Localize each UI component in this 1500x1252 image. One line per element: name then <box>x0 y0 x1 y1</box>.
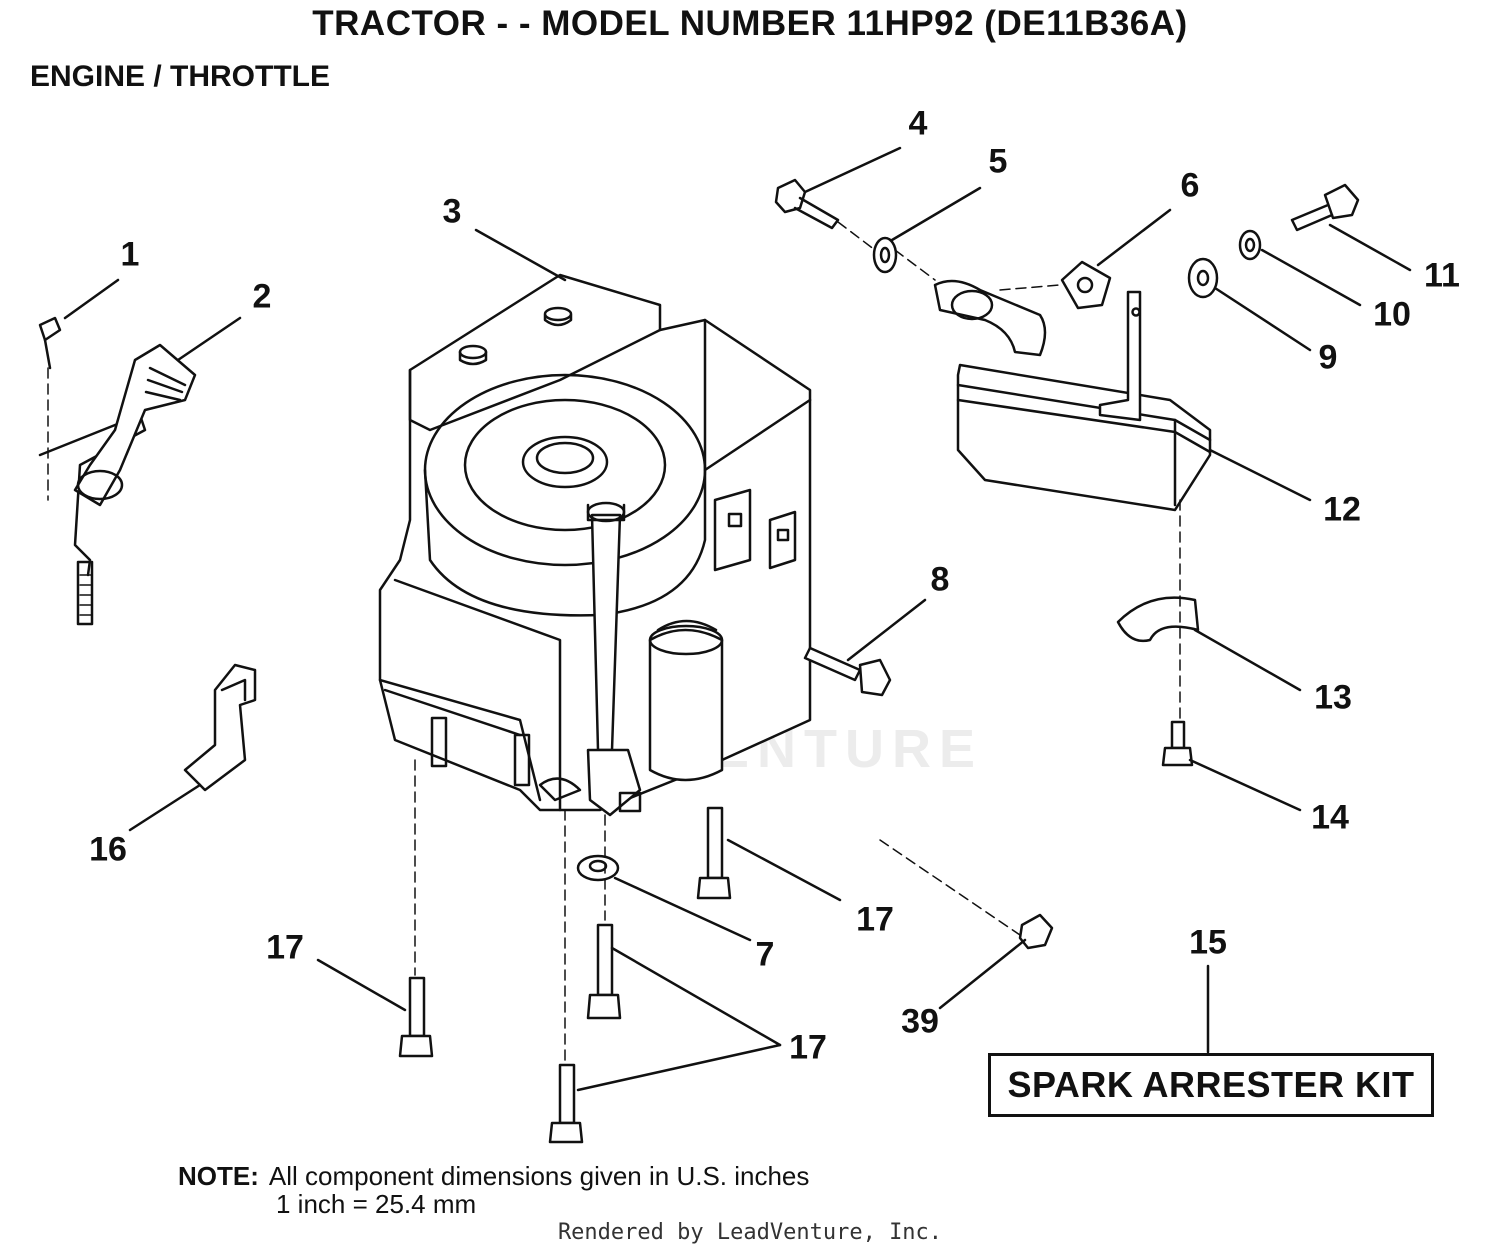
dimensions-note: NOTE: All component dimensions given in U… <box>178 1161 810 1218</box>
callout-15: 15 <box>1189 923 1227 962</box>
callout-10: 10 <box>1373 295 1411 334</box>
note-label: NOTE: <box>178 1161 259 1191</box>
muffler-part <box>933 279 1212 512</box>
callout-12: 12 <box>1323 490 1361 529</box>
note-line-2: 1 inch = 25.4 mm <box>276 1189 477 1219</box>
throttle-control-part <box>38 316 197 626</box>
callout-7: 7 <box>755 935 775 974</box>
callout-13: 13 <box>1314 678 1352 717</box>
callout-6: 6 <box>1180 166 1200 205</box>
callout-39: 39 <box>901 1002 939 1041</box>
leader-lines <box>63 146 1412 1092</box>
callout-14: 14 <box>1311 798 1349 837</box>
spark-arrester-kit-box: SPARK ARRESTER KIT <box>988 1053 1434 1117</box>
callout-9: 9 <box>1318 338 1338 377</box>
callout-1: 1 <box>120 235 140 274</box>
callout-17-bottom: 17 <box>789 1028 827 1067</box>
hardware-parts <box>398 178 1360 1144</box>
engine-part <box>378 273 812 817</box>
callout-3: 3 <box>442 192 462 231</box>
render-credit: Rendered by LeadVenture, Inc. <box>557 1220 943 1245</box>
callout-5: 5 <box>988 142 1008 181</box>
callout-8: 8 <box>930 560 950 599</box>
callout-4: 4 <box>908 104 928 143</box>
callout-17-right: 17 <box>856 900 894 939</box>
callout-17-left: 17 <box>266 928 304 967</box>
bracket-part <box>183 663 257 792</box>
diagram-title: TRACTOR - - MODEL NUMBER 11HP92 (DE11B36… <box>312 4 1188 43</box>
note-line-1: All component dimensions given in U.S. i… <box>268 1161 810 1191</box>
callout-11: 11 <box>1424 256 1460 295</box>
alignment-lines <box>47 221 1181 1061</box>
section-subtitle: ENGINE / THROTTLE <box>30 60 330 93</box>
spark-arrester-kit-label: SPARK ARRESTER KIT <box>1007 1064 1415 1105</box>
callout-16: 16 <box>89 830 127 869</box>
callout-2: 2 <box>252 277 272 316</box>
